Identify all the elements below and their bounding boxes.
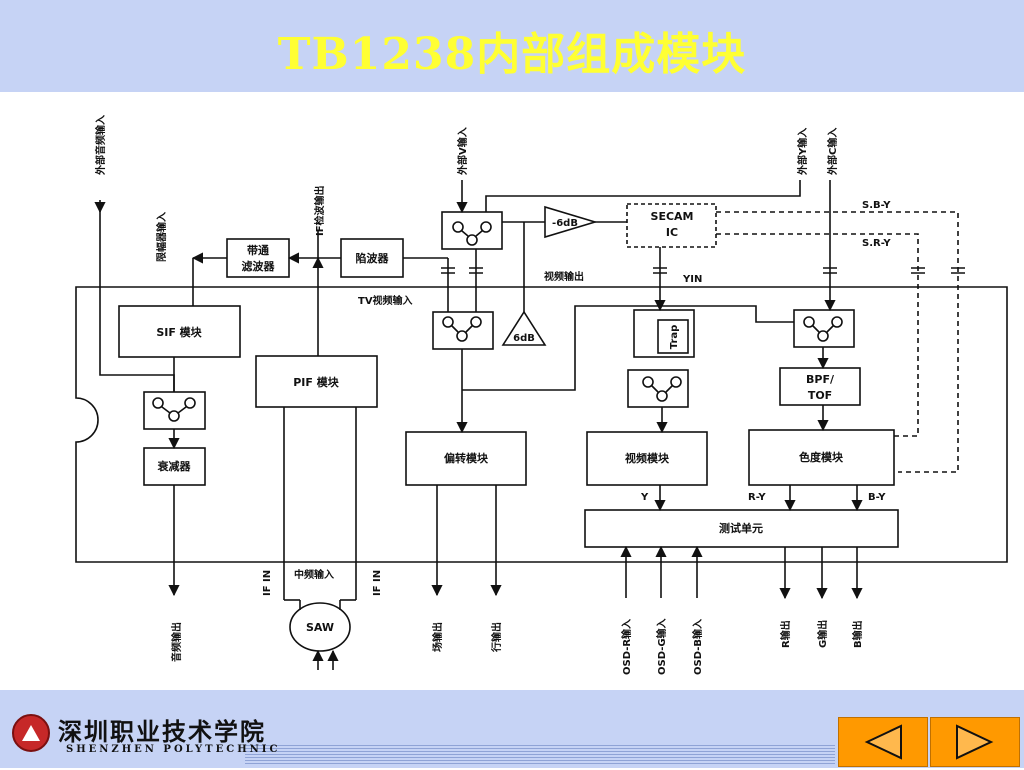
g-output-label: G输出 <box>816 620 829 648</box>
limiter-input-label: 限幅器输入 <box>155 212 168 262</box>
external-audio-input-label: 外部音频输入 <box>94 115 107 176</box>
secam-label-2: IC <box>666 226 678 239</box>
osd-g-input-label: OSD-G输入 <box>655 618 668 675</box>
chroma-block-label: 色度模块 <box>799 450 844 464</box>
previous-slide-button[interactable] <box>838 717 928 767</box>
page-title: TB1238内部组成模块 <box>277 29 747 80</box>
title-bar: TB1238内部组成模块 <box>0 0 1024 92</box>
external-y-input-label: 外部Y输入 <box>796 128 809 176</box>
field-output-label: 场输出 <box>431 622 444 652</box>
osd-b-input-label: OSD-B输入 <box>691 619 704 675</box>
tv-video-input-label: TV视频输入 <box>358 294 413 307</box>
amp-6db-label: 6dB <box>513 333 535 344</box>
r-output-label: R输出 <box>779 620 792 648</box>
sif-block-label: SIF 模块 <box>156 325 202 339</box>
tb1238-block-diagram: SIF 模块 PIF 模块 带通 滤波器 陷波器 衰减器 偏转模块 视频模块 色… <box>75 115 1008 675</box>
trap-filter-label: 陷波器 <box>356 251 390 265</box>
audio-output-label: 音频输出 <box>170 622 183 662</box>
bandpass-filter-label-1: 带通 <box>247 243 269 257</box>
attenuator-label: 衰减器 <box>157 459 192 473</box>
secam-label-1: SECAM <box>651 210 694 223</box>
sby-label: S.B-Y <box>862 200 891 211</box>
video-output-label: 视频输出 <box>544 270 584 283</box>
yin-label: YIN <box>682 274 702 285</box>
trap-label: Trap <box>669 325 680 350</box>
y-signal-label: Y <box>640 492 649 503</box>
osd-r-input-label: OSD-R输入 <box>620 619 633 675</box>
amp-minus-6db-label: -6dB <box>552 218 578 229</box>
bandpass-filter-label-2: 滤波器 <box>242 259 276 273</box>
triangle-right-icon <box>956 724 994 760</box>
triangle-left-icon <box>864 724 902 760</box>
external-v-input-label: 外部V输入 <box>456 127 469 176</box>
b-output-label: B输出 <box>851 620 864 648</box>
if-detection-output-label: IF检波输出 <box>313 185 326 236</box>
by-signal-label: B-Y <box>868 492 886 503</box>
school-logo-icon <box>12 714 50 752</box>
bpf-label-1: BPF/ <box>806 373 835 386</box>
school-english-name: SHENZHEN POLYTECHNIC <box>66 744 281 755</box>
video-block-label: 视频模块 <box>625 451 670 465</box>
saw-label: SAW <box>306 621 334 634</box>
next-slide-button[interactable] <box>930 717 1020 767</box>
mid-frequency-input-label: 中频输入 <box>294 568 334 581</box>
line-output-label: 行输出 <box>490 622 503 653</box>
bpf-label-2: TOF <box>808 389 832 402</box>
if-in-right-label: IF IN <box>372 570 383 596</box>
external-c-input-label: 外部C输入 <box>826 128 839 176</box>
ry-signal-label: R-Y <box>748 492 766 503</box>
test-unit-label: 测试单元 <box>719 521 763 535</box>
deflection-block-label: 偏转模块 <box>444 451 489 465</box>
footer-decorative-lines <box>245 745 835 765</box>
sry-label: S.R-Y <box>862 238 891 249</box>
school-name: 深圳职业技术学院 <box>58 717 266 746</box>
if-in-left-label: IF IN <box>262 570 273 596</box>
pif-block-label: PIF 模块 <box>293 375 339 389</box>
